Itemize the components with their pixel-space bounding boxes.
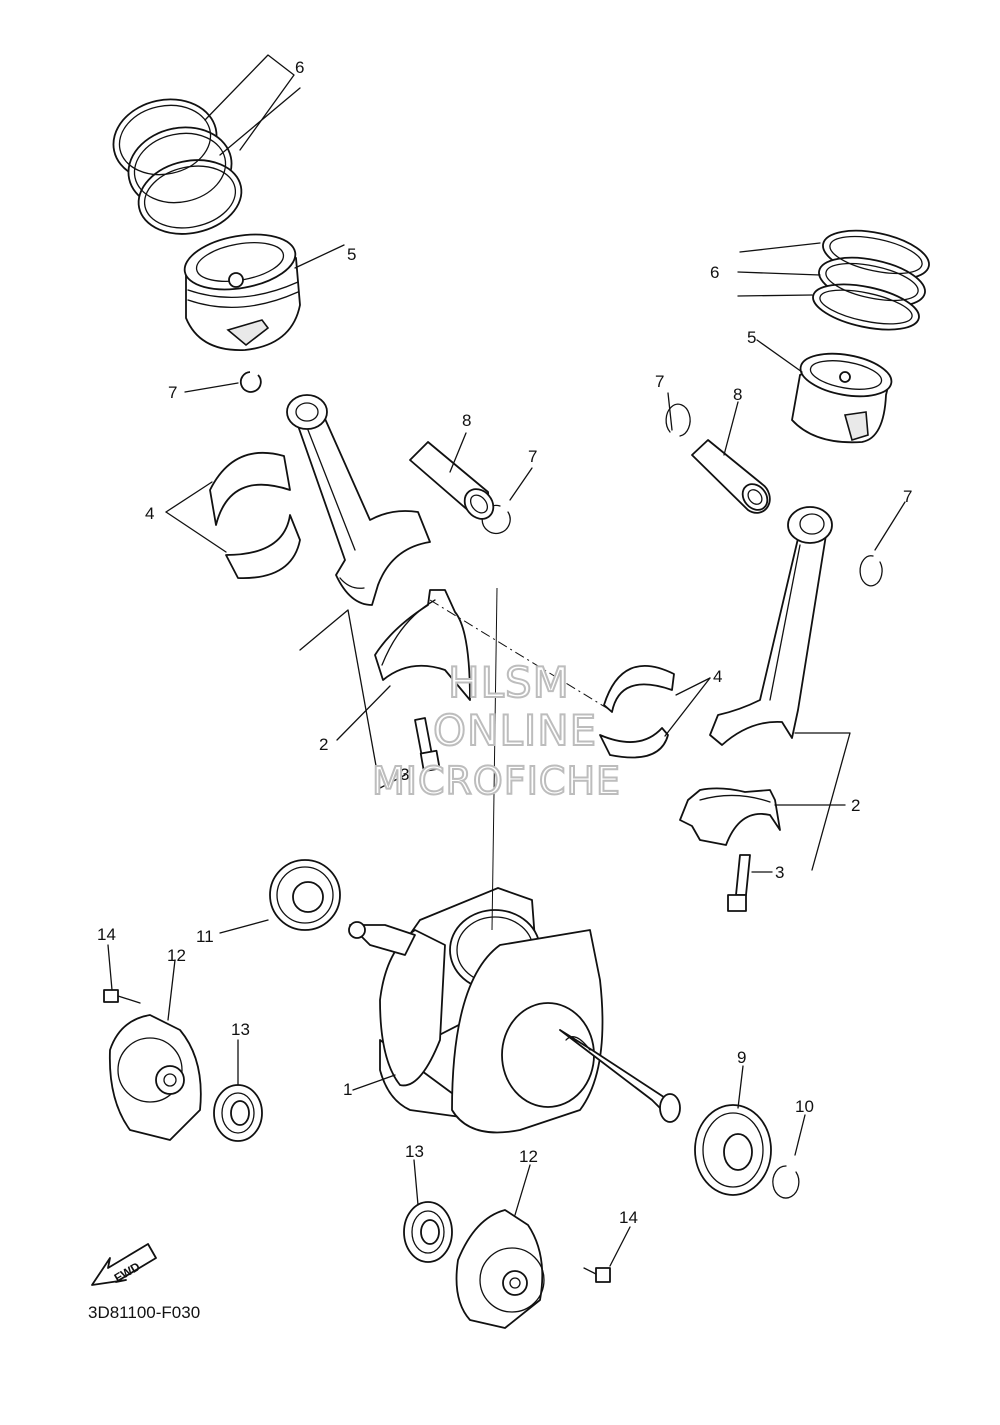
callout-7-left-b: 7 <box>528 447 537 466</box>
circlips <box>239 371 883 1199</box>
callout-13-bottom: 13 <box>405 1142 424 1161</box>
connecting-rod-left <box>286 394 431 606</box>
rod-cap-left <box>374 589 471 701</box>
watermark: HLSM ONLINE MICROFICHE <box>371 657 621 804</box>
piston-pin-left <box>409 441 495 520</box>
callout-13-left: 13 <box>231 1020 250 1039</box>
callout-6-right: 6 <box>710 263 719 282</box>
watermark-line-1: HLSM <box>448 658 570 707</box>
callout-8-left: 8 <box>462 411 471 430</box>
callout-5-right: 5 <box>747 328 756 347</box>
gear-9 <box>694 1104 772 1196</box>
small-bolt-left <box>103 989 141 1004</box>
callout-7-right-b: 7 <box>903 487 912 506</box>
callout-4-right: 4 <box>713 667 722 686</box>
ball-bearing-bottom <box>403 1201 453 1263</box>
watermark-line-2: ONLINE <box>433 706 597 755</box>
leader-lines <box>107 54 906 1267</box>
piston-pin-right <box>691 439 771 514</box>
callout-14-bottom: 14 <box>619 1208 638 1227</box>
piston-rings-right <box>812 229 930 331</box>
pump-assembly-left <box>108 1014 202 1141</box>
callout-2-left: 2 <box>319 735 328 754</box>
forward-arrow-badge: FWD <box>91 1243 157 1286</box>
crankshaft <box>348 887 681 1134</box>
small-bolt-bottom <box>583 1267 611 1283</box>
drawing-code: 3D81100-F030 <box>88 1303 200 1322</box>
bearing-shells-left <box>209 451 301 579</box>
piston-rings-left <box>112 98 243 235</box>
callout-numbers: 6 5 7 8 7 4 2 3 6 5 7 8 7 4 2 3 11 14 12… <box>97 58 912 1227</box>
callout-6-left: 6 <box>295 58 304 77</box>
callout-4-left: 4 <box>145 504 154 523</box>
ball-bearing-left <box>213 1084 263 1142</box>
rod-bolt-left <box>414 717 441 773</box>
piston-left <box>183 233 301 351</box>
callout-3-right: 3 <box>775 863 784 882</box>
gear-11 <box>269 859 341 931</box>
rod-cap-right <box>679 787 781 846</box>
dash-line-left <box>429 599 611 711</box>
callout-12-left: 12 <box>167 946 186 965</box>
pump-assembly-bottom <box>455 1209 545 1329</box>
callout-14-left: 14 <box>97 925 116 944</box>
callout-2-right: 2 <box>851 796 860 815</box>
callout-5-left: 5 <box>347 245 356 264</box>
callout-8-right: 8 <box>733 385 742 404</box>
piston-right <box>791 352 893 444</box>
callout-7-right-a: 7 <box>655 372 664 391</box>
callout-12-bottom: 12 <box>519 1147 538 1166</box>
callout-11: 11 <box>196 927 214 946</box>
rod-bolt-right <box>727 854 751 912</box>
callout-10: 10 <box>795 1097 814 1116</box>
callout-1: 1 <box>343 1080 352 1099</box>
watermark-line-3: MICROFICHE <box>372 759 621 803</box>
center-axis-line <box>491 587 498 931</box>
callout-9: 9 <box>737 1048 746 1067</box>
callout-3-left: 3 <box>400 765 409 784</box>
callout-7-left-a: 7 <box>168 383 177 402</box>
connecting-rod-right <box>709 506 833 746</box>
bearing-shells-right <box>599 665 675 759</box>
